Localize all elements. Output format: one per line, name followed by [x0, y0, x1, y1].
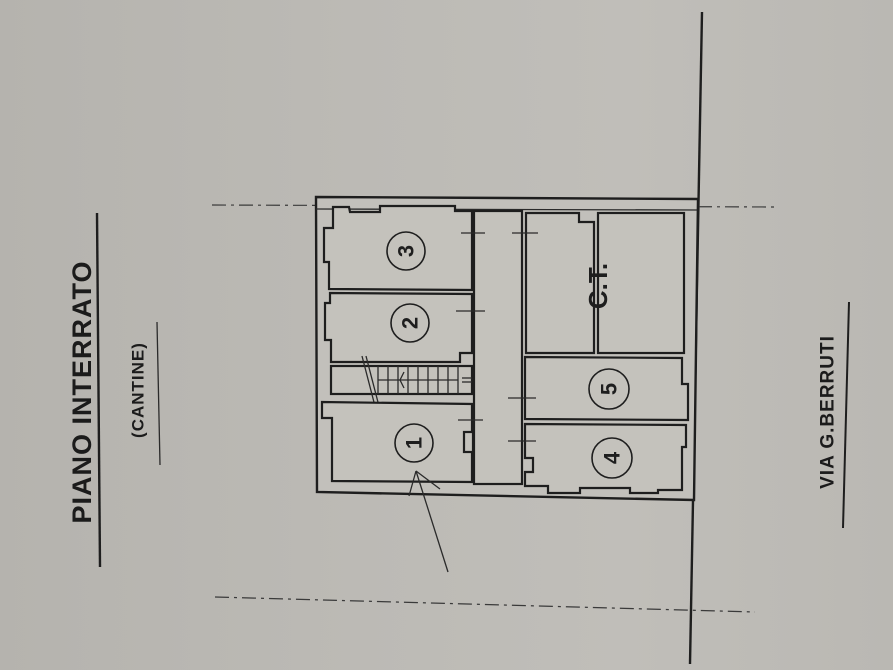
leader-arrow [408, 470, 449, 573]
room-ct-right [596, 211, 686, 355]
svg-text:1: 1 [402, 437, 427, 449]
stair-treads [361, 355, 472, 411]
svg-text:PIANO INTERRATO: PIANO INTERRATO [67, 260, 97, 523]
door-marks [456, 232, 538, 442]
room-label-ct: C.T. [583, 263, 613, 309]
room-ct-left [524, 211, 596, 355]
street-label: VIA G.BERRUTI [818, 301, 850, 529]
room-label-4: 4 [591, 437, 633, 479]
axis-line-bottom [214, 596, 756, 613]
room-3 [322, 204, 474, 292]
svg-text:4: 4 [600, 451, 625, 464]
svg-text:C.T.: C.T. [583, 263, 613, 309]
svg-text:VIA G.BERRUTI: VIA G.BERRUTI [818, 335, 839, 489]
room-label-2: 2 [390, 303, 430, 343]
room-label-1: 1 [394, 423, 434, 463]
room-5 [523, 355, 690, 422]
drawing-title: PIANO INTERRATO [67, 212, 102, 568]
room-1 [320, 400, 474, 484]
room-1-niche [462, 430, 475, 454]
svg-text:3: 3 [394, 245, 419, 257]
room-4 [523, 422, 688, 495]
room-label-3: 3 [386, 231, 426, 271]
svg-text:(CANTINE): (CANTINE) [129, 342, 148, 438]
svg-text:5: 5 [597, 383, 622, 395]
corridor [472, 209, 524, 486]
svg-text:2: 2 [398, 317, 423, 329]
drawing-subtitle: (CANTINE) [129, 321, 161, 466]
room-label-5: 5 [588, 368, 630, 410]
room-2 [323, 291, 474, 364]
